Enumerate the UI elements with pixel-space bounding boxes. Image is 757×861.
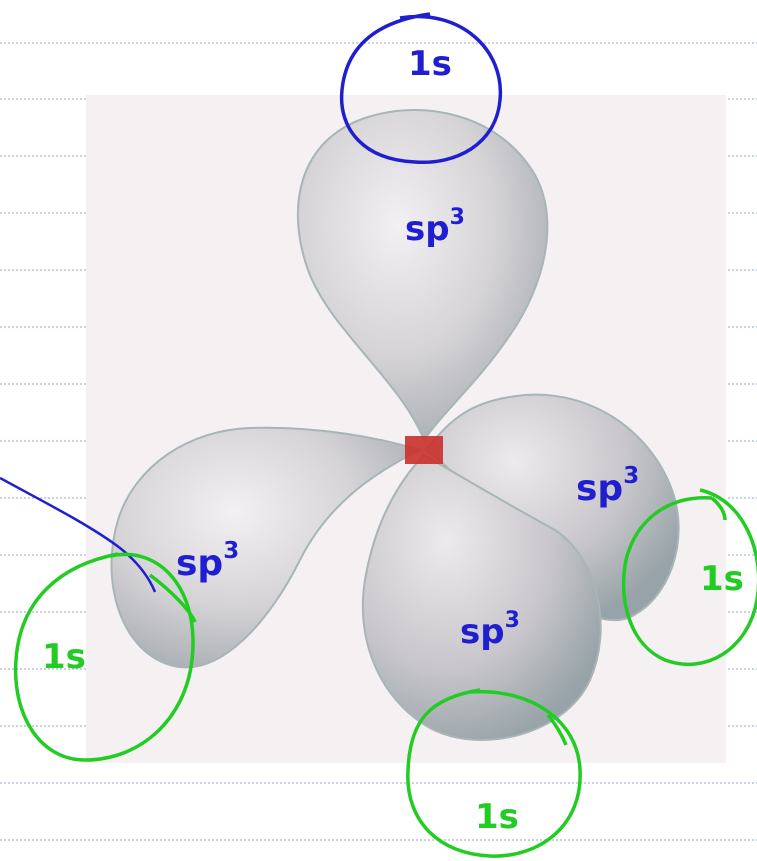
s1-label-left: 1s bbox=[42, 637, 86, 677]
s1-label-top: 1s bbox=[408, 44, 452, 84]
s1-label-bottom: 1s bbox=[475, 797, 519, 837]
s1-label-right: 1s bbox=[700, 559, 744, 599]
nucleus bbox=[405, 436, 443, 464]
